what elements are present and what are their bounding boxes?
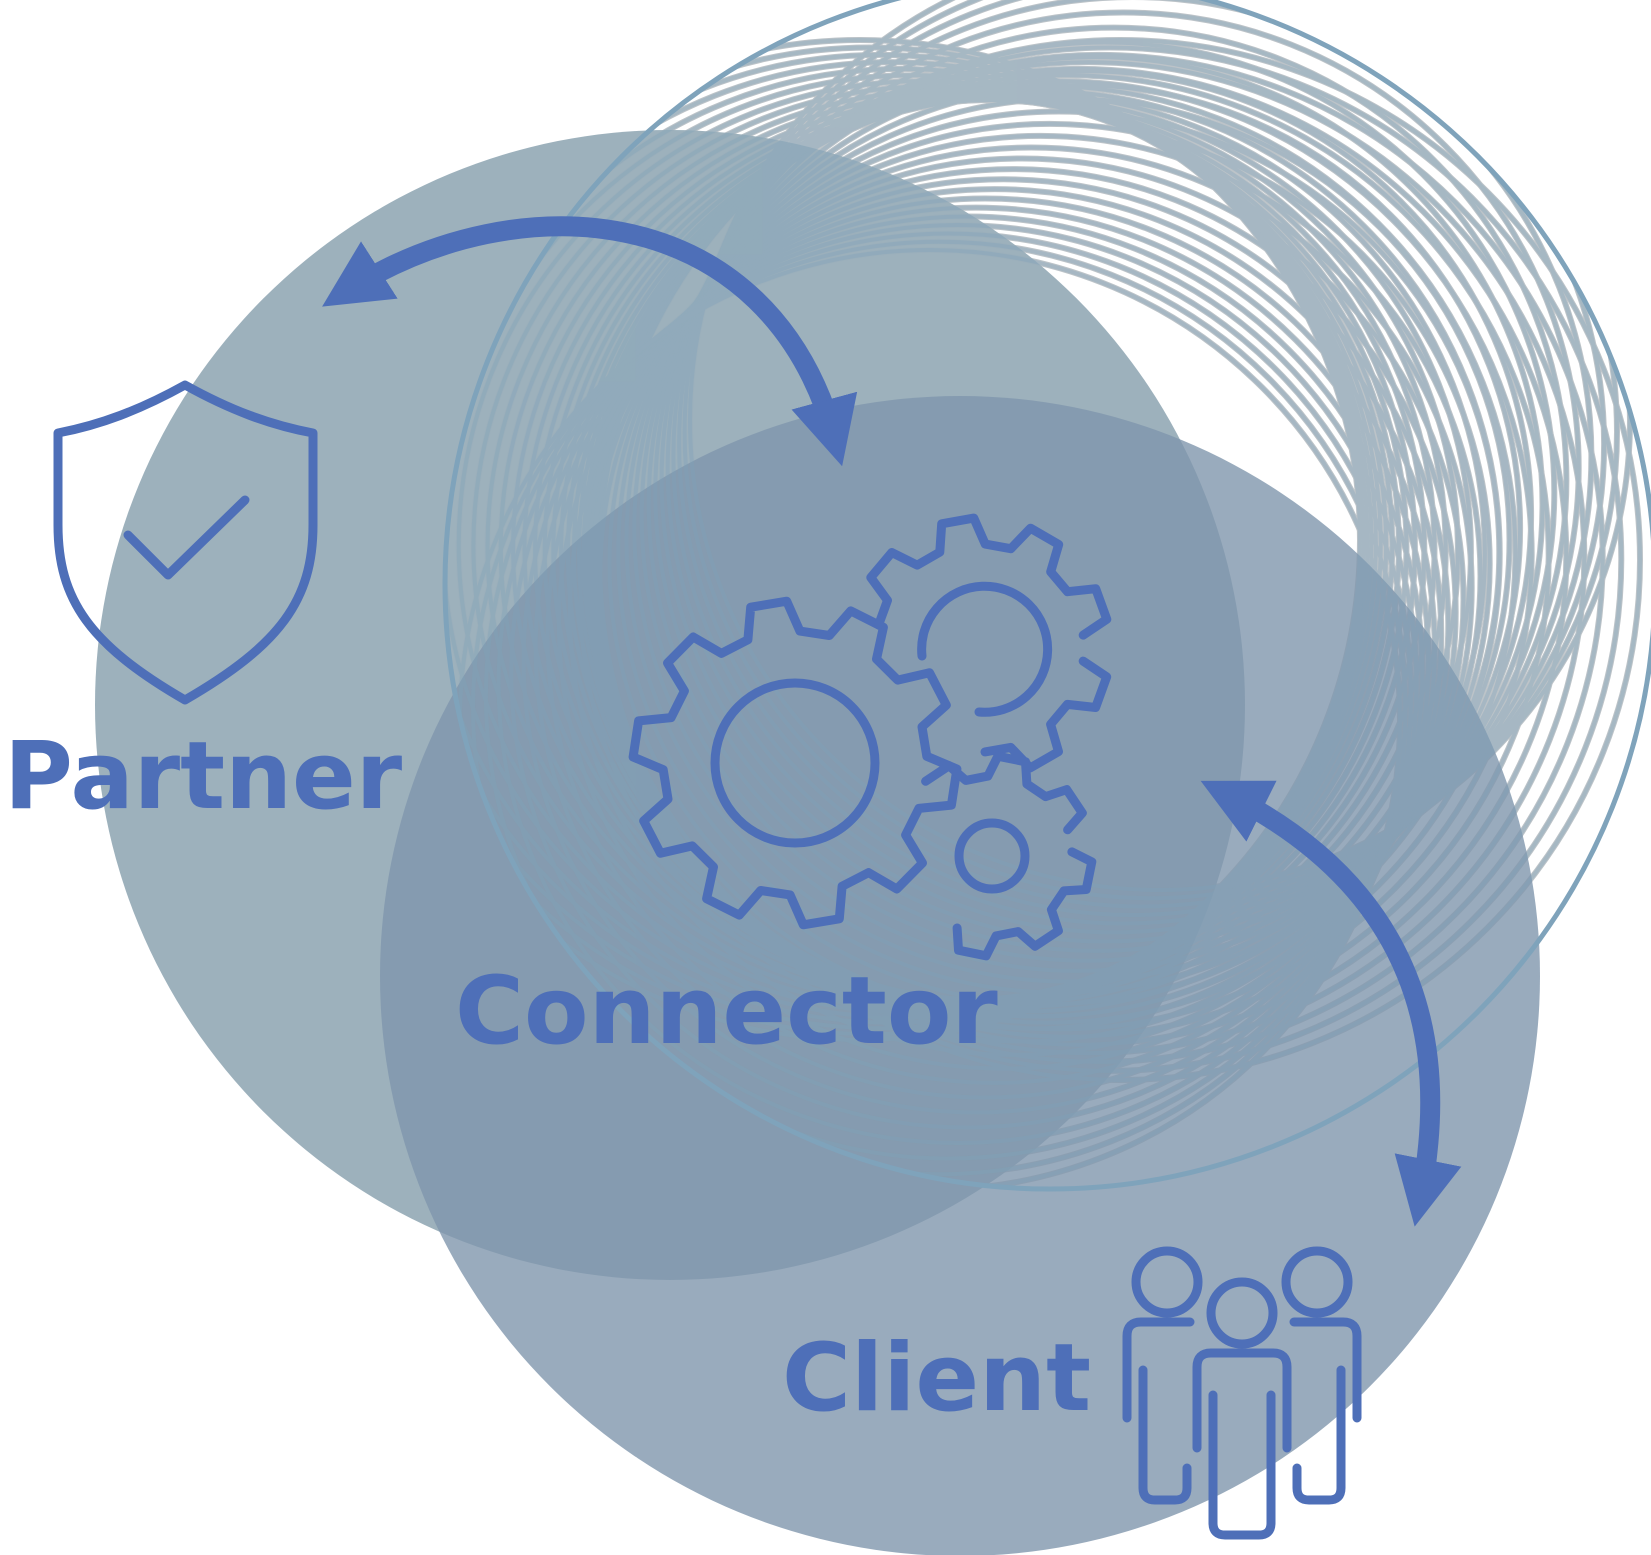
- mesh-ring: [447, 45, 1366, 1037]
- users-group-icon: [1122, 1246, 1362, 1540]
- user-left-body: [1122, 1317, 1195, 1505]
- gear-small: [921, 751, 1097, 961]
- mesh-ring: [607, 121, 1492, 1007]
- mesh-ring: [556, 177, 1451, 1071]
- mesh-ring: [581, 79, 1534, 1032]
- user-left-head: [1131, 1246, 1203, 1318]
- user-center-body: [1192, 1348, 1292, 1540]
- mesh-ring: [593, 52, 1605, 1064]
- mesh-ring: [522, 96, 1427, 1001]
- client-circle: [380, 396, 1540, 1555]
- mesh-ring: [653, 40, 1557, 944]
- gear-large-hub: [710, 678, 880, 848]
- mesh-outline: [442, 0, 1651, 1192]
- mesh-ring: [521, 205, 1431, 1115]
- mesh-ring: [447, 66, 1378, 1020]
- mesh-ring: [624, 96, 1512, 984]
- mesh-ring: [542, 97, 1448, 1003]
- mesh-ring: [447, 60, 1374, 1025]
- mesh-ring: [659, 25, 1569, 935]
- user-center-head: [1206, 1277, 1278, 1349]
- gears-icon: [628, 513, 1112, 961]
- gear-top-right: [866, 513, 1112, 773]
- mesh-ring: [509, 214, 1425, 1130]
- mesh-ring: [447, 73, 1383, 1015]
- gear-top-hub: [917, 581, 1053, 717]
- mesh-ring: [665, 10, 1581, 926]
- mesh-ring: [567, 167, 1458, 1057]
- mesh-ring: [578, 156, 1466, 1044]
- mesh-ring: [447, 38, 1362, 1042]
- mesh-ring: [598, 133, 1483, 1019]
- mesh-ring: [559, 95, 1473, 1009]
- user-right-head: [1281, 1246, 1353, 1318]
- partner-label: Partner: [4, 722, 403, 831]
- mesh-ring: [646, 55, 1545, 953]
- mesh-ring: [571, 88, 1502, 1019]
- mesh-ring: [483, 231, 1413, 1161]
- mesh-ring: [471, 239, 1408, 1177]
- partner-connector-arrow: [322, 216, 858, 467]
- mesh-ring: [511, 95, 1417, 1001]
- mesh-ring: [447, 52, 1370, 1031]
- mesh-ring: [595, 45, 1624, 1073]
- mesh-ring: [591, 60, 1587, 1056]
- mesh-ring: [639, 69, 1534, 963]
- mesh-ring: [456, 79, 1389, 1011]
- mesh-ring: [485, 88, 1401, 1005]
- mesh-ring: [598, 38, 1642, 1082]
- mesh-ring: [632, 83, 1523, 973]
- mesh-ring: [616, 109, 1502, 995]
- gear-small-hub: [954, 818, 1030, 894]
- connector-label: Connector: [455, 957, 998, 1066]
- connector-client-arrow: [1200, 780, 1462, 1227]
- mesh-ring: [545, 187, 1444, 1085]
- mesh-ring: [585, 73, 1551, 1039]
- mesh-ring: [565, 92, 1487, 1014]
- mesh-ring: [498, 92, 1409, 1003]
- mesh-ring: [588, 66, 1569, 1047]
- mesh-ring: [496, 223, 1419, 1145]
- mesh-overlay: [447, 0, 1642, 1187]
- mesh-ring: [576, 84, 1518, 1025]
- client-label: Client: [782, 1324, 1091, 1433]
- user-right-body: [1289, 1317, 1362, 1505]
- mesh-ring: [471, 84, 1395, 1007]
- shield-check-icon: [53, 380, 318, 705]
- mesh-ring: [551, 96, 1460, 1006]
- mesh-ring: [588, 145, 1474, 1031]
- mesh-ring: [533, 97, 1437, 1002]
- mesh-ring: [533, 196, 1437, 1100]
- gear-large: [628, 596, 962, 930]
